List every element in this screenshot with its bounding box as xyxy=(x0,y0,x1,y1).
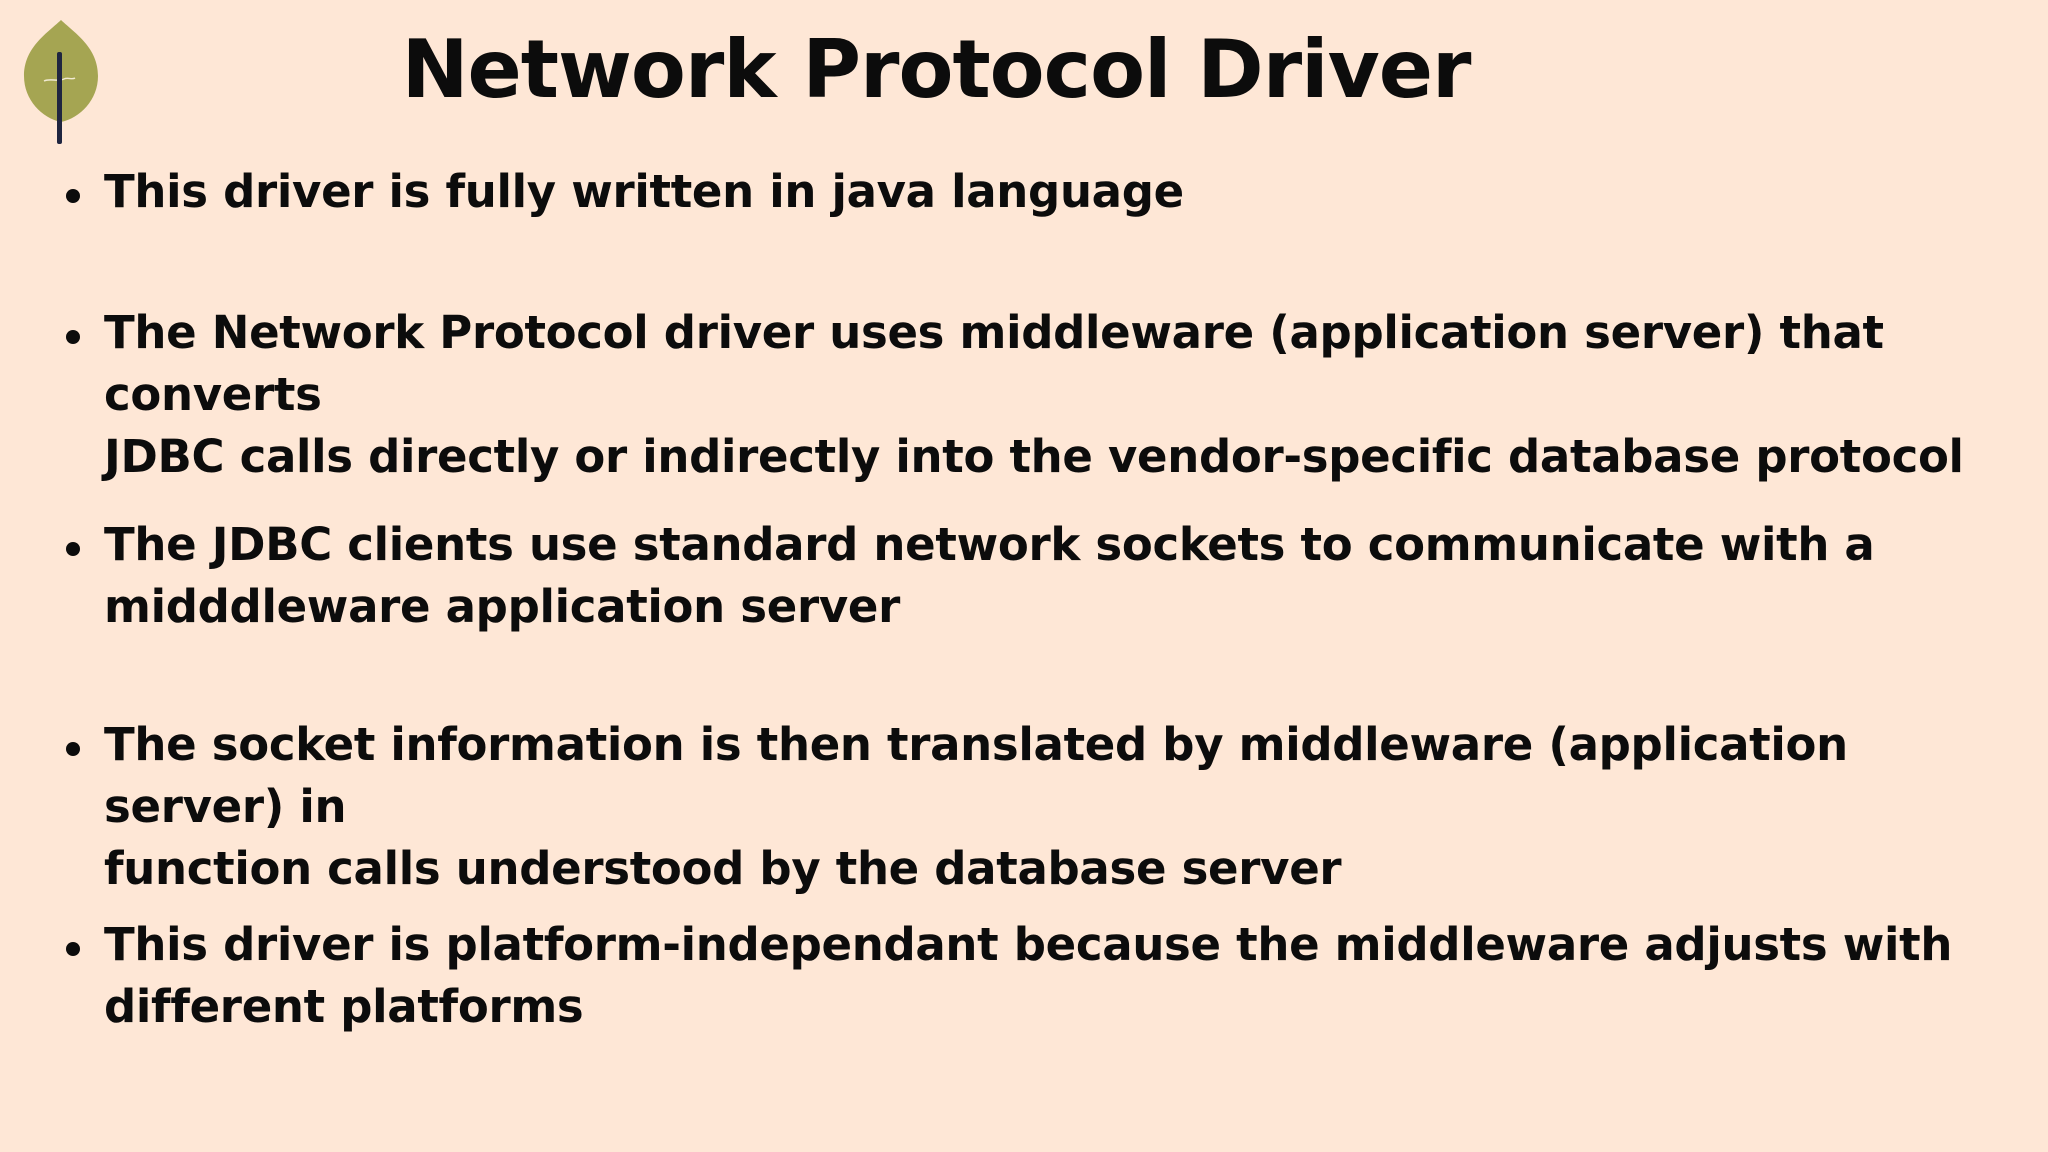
bullet-item: The JDBC clients use standard network so… xyxy=(60,514,2020,638)
bullet-item: The Network Protocol driver uses middlew… xyxy=(60,302,2020,488)
leaf-stem xyxy=(57,52,62,144)
leaf-scribble xyxy=(43,77,76,82)
bullet-text: The socket information is then translate… xyxy=(104,718,1848,895)
bullet-dot-icon xyxy=(66,742,80,756)
bullet-dot-icon xyxy=(66,942,80,956)
bullet-text: This driver is platform-independant beca… xyxy=(104,918,1953,1033)
bullet-item: This driver is platform-independant beca… xyxy=(60,914,2020,1038)
bullet-dot-icon xyxy=(66,330,80,344)
bullet-text: The JDBC clients use standard network so… xyxy=(104,518,1875,633)
leaf-logo-icon xyxy=(24,20,98,144)
bullet-dot-icon xyxy=(66,189,80,203)
bullet-text: This driver is fully written in java lan… xyxy=(104,165,1184,218)
bullet-text: The Network Protocol driver uses middlew… xyxy=(104,306,1964,483)
bullet-item: This driver is fully written in java lan… xyxy=(60,161,2020,223)
bullet-item: The socket information is then translate… xyxy=(60,714,2020,900)
slide-title: Network Protocol Driver xyxy=(401,23,1472,116)
bullet-dot-icon xyxy=(66,542,80,556)
